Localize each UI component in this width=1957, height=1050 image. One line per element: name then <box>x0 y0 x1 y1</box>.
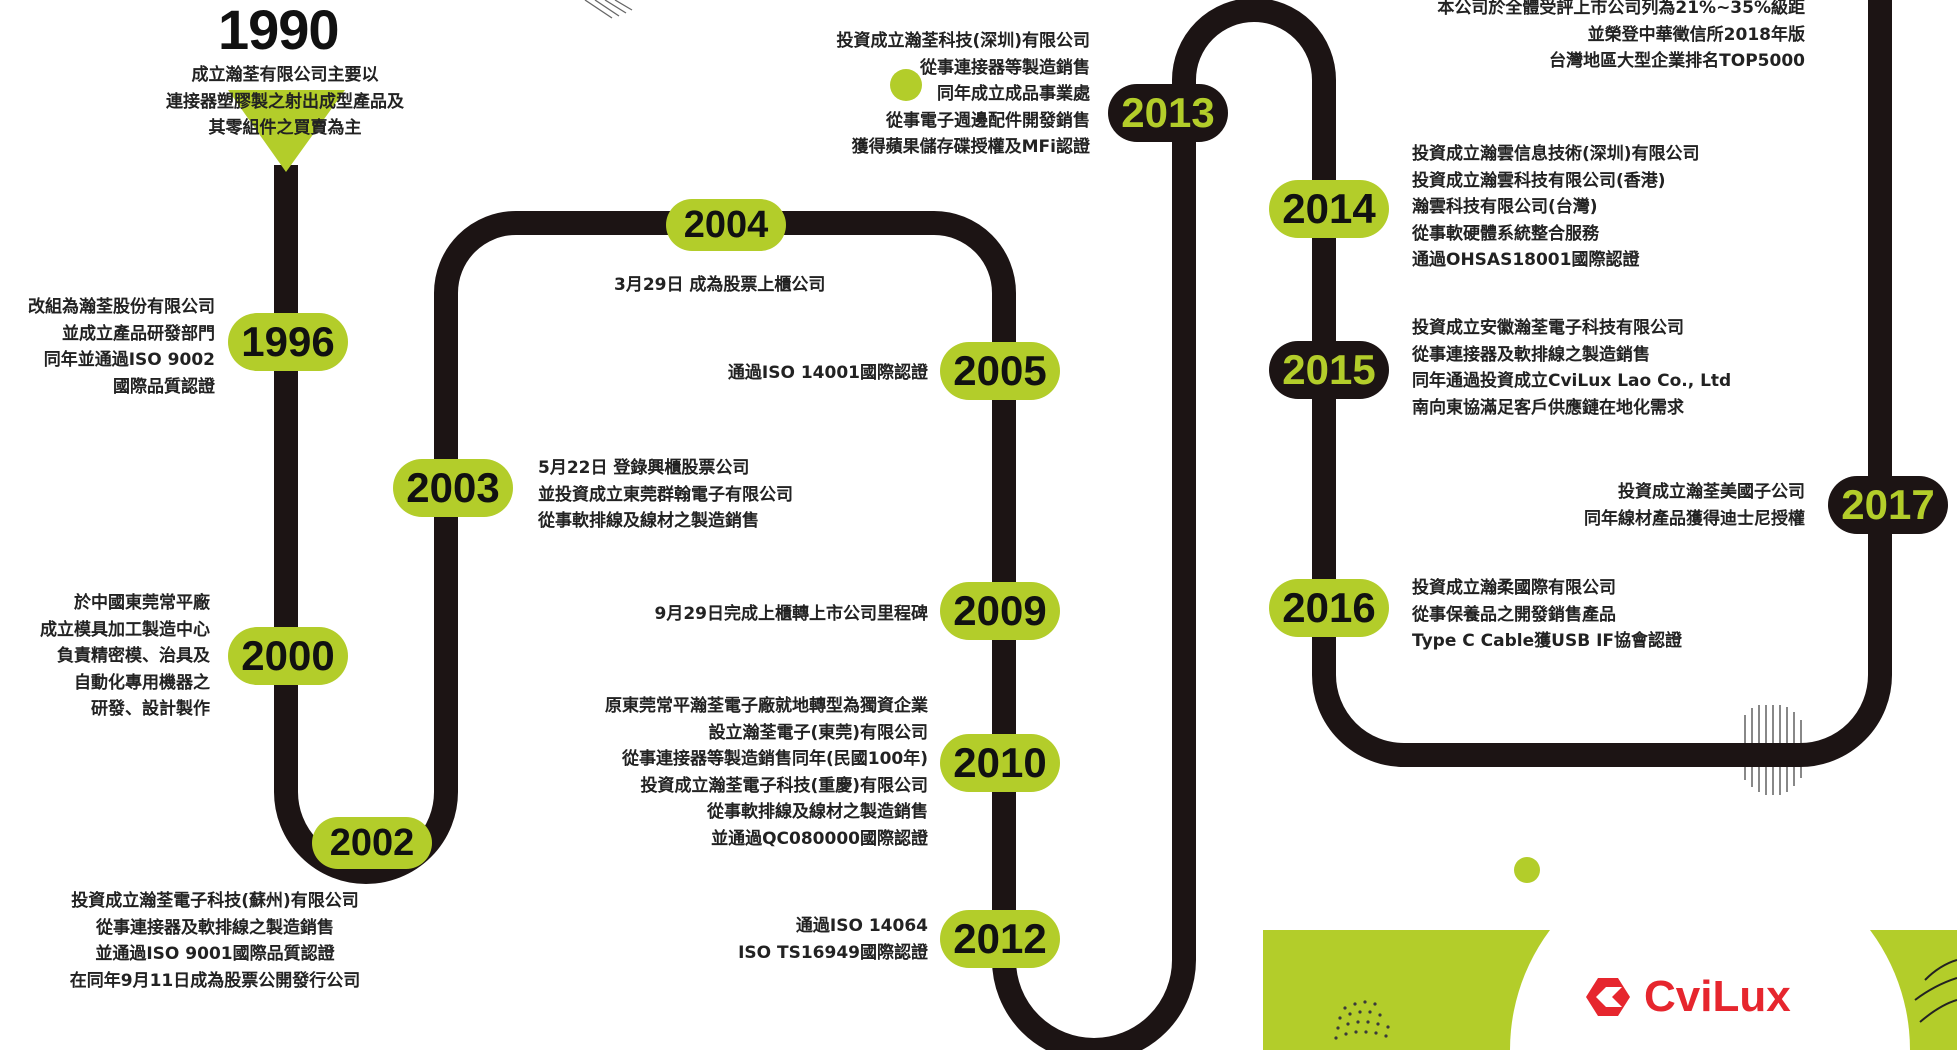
milestone-2013-line: 投資成立瀚荃科技(深圳)有限公司 <box>836 31 1090 51</box>
cvilux-logo: CviLux <box>1582 972 1791 1022</box>
milestone-2015-line: 同年通過投資成立CviLux Lao Co., Ltd <box>1412 371 1732 391</box>
milestone-2013-line: 獲得蘋果儲存碟授權及MFi認證 <box>851 137 1090 157</box>
cvilux-logo-icon <box>1586 978 1630 1016</box>
milestone-2003-line: 從事軟排線及線材之製造銷售 <box>538 511 759 531</box>
milestone-2015-line: 投資成立安徽瀚荃電子科技有限公司 <box>1412 318 1684 338</box>
milestone-2017-line: 同年線材產品獲得迪士尼授權 <box>1584 508 1805 529</box>
milestone-2003-line: 5月22日 登錄興櫃股票公司 <box>538 458 750 478</box>
year-badge-2000: 2000 <box>228 627 348 685</box>
year-badge-2010: 2010 <box>940 734 1060 792</box>
milestone-2010-line: 從事軟排線及線材之製造銷售 <box>707 802 928 822</box>
hatch-diagonal-decoration <box>584 0 633 19</box>
dot-pattern-decoration <box>1334 1000 1390 1040</box>
milestone-1996-line: 國際品質認證 <box>113 376 215 397</box>
milestone-2014-line: 投資成立瀚雲科技有限公司(香港) <box>1412 170 1666 191</box>
milestone-2002-text: 投資成立瀚荃電子科技(蘇州)有限公司從事連接器及軟排線之製造銷售並通過ISO 9… <box>55 888 375 994</box>
year-badge-2009: 2009 <box>940 582 1060 640</box>
year-1990-heading: 1990 <box>218 0 340 61</box>
milestone-2013-text: 投資成立瀚荃科技(深圳)有限公司從事連接器等製造銷售同年成立成品事業處從事電子週… <box>836 28 1090 161</box>
year-badge-2003: 2003 <box>393 459 513 517</box>
milestone-2000-line: 研發、設計製作 <box>91 699 210 719</box>
milestone-2010-line: 從事連接器等製造銷售同年(民國100年) <box>621 749 928 769</box>
milestone-2002-line: 在同年9月11日成為股票公開發行公司 <box>69 970 361 991</box>
milestone-2018-line: 本公司於全體受評上市公司列為21%~35%級距 <box>1437 0 1805 18</box>
milestone-2000-line: 於中國東莞常平廠 <box>74 593 210 613</box>
milestone-2012-line: 通過ISO 14064 <box>795 916 928 936</box>
year-badge-2013: 2013 <box>1108 84 1228 142</box>
milestone-2013-line: 從事連接器等製造銷售 <box>920 57 1090 78</box>
milestone-2002-line: 投資成立瀚荃電子科技(蘇州)有限公司 <box>71 891 359 911</box>
year-badge-1996: 1996 <box>228 313 348 371</box>
milestone-2005-text: 通過ISO 14001國際認證 <box>728 360 928 387</box>
milestone-1996-line: 改組為瀚荃股份有限公司 <box>28 297 215 317</box>
milestone-2010-line: 設立瀚荃電子(東莞)有限公司 <box>708 722 928 743</box>
year-badge-2004: 2004 <box>666 199 786 251</box>
year-badge-2012: 2012 <box>940 910 1060 968</box>
milestone-2014-text: 投資成立瀚雲信息技術(深圳)有限公司投資成立瀚雲科技有限公司(香港) 瀚雲科技有限… <box>1412 141 1700 274</box>
milestone-2014-line: 從事軟硬體系統整合服務 <box>1412 223 1599 244</box>
year-badge-2005: 2005 <box>940 342 1060 400</box>
milestone-2000-line: 自動化專用機器之 <box>74 672 210 693</box>
year-badge-2015: 2015 <box>1269 341 1389 399</box>
milestone-2016-line: 從事保養品之開發銷售產品 <box>1412 604 1616 625</box>
milestone-1990-text: 成立瀚荃有限公司主要以 連接器塑膠製之射出成型產品及 其零組件之買賣為主 <box>150 62 420 142</box>
milestone-2010-line: 並通過QC080000國際認證 <box>711 828 928 849</box>
milestone-2017-text: 投資成立瀚荃美國子公司同年線材產品獲得迪士尼授權 <box>1584 479 1805 532</box>
milestone-2018-line: 台灣地區大型企業排名TOP5000 <box>1549 51 1805 71</box>
milestone-2015-text: 投資成立安徽瀚荃電子科技有限公司從事連接器及軟排線之製造銷售同年通過投資成立Cv… <box>1412 315 1731 421</box>
milestone-1996-line: 並成立產品研發部門 <box>62 323 215 344</box>
milestone-2016-text: 投資成立瀚柔國際有限公司從事保養品之開發銷售產品 Type C Cable獲USB… <box>1412 575 1682 655</box>
milestone-2013-line: 從事電子週邊配件開發銷售 <box>886 110 1090 131</box>
milestone-2016-line: Type C Cable獲USB IF協會認證 <box>1412 631 1683 651</box>
milestone-2002-line: 從事連接器及軟排線之製造銷售 <box>96 917 334 938</box>
timeline-road-path <box>274 0 1892 1050</box>
milestone-2010-text: 原東莞常平瀚荃電子廠就地轉型為獨資企業設立瀚荃電子(東莞)有限公司從事連接器等製… <box>605 693 928 852</box>
milestone-1990-line: 成立瀚荃有限公司主要以 <box>191 65 379 85</box>
milestone-2009-text: 9月29日完成上櫃轉上市公司里程碑 <box>655 601 929 628</box>
milestone-2013-line: 同年成立成品事業處 <box>937 84 1090 104</box>
stroke-lines-decoration <box>1914 959 1957 1023</box>
milestone-1990-line: 連接器塑膠製之射出成型產品及 <box>166 91 404 112</box>
cvilux-logo-text: CviLux <box>1644 972 1791 1021</box>
first-pin-marker <box>228 90 345 172</box>
milestone-2004-line: 3月29日 成為股票上櫃公司 <box>614 275 826 295</box>
milestone-2012-line: ISO TS16949國際認證 <box>738 942 928 963</box>
milestone-2015-line: 南向東協滿足客戶供應鏈在地化需求 <box>1412 397 1684 418</box>
milestone-2000-line: 成立模具加工製造中心 <box>40 619 210 640</box>
milestone-2017-line: 投資成立瀚荃美國子公司 <box>1618 482 1805 502</box>
milestone-2014-line: 投資成立瀚雲信息技術(深圳)有限公司 <box>1412 144 1700 164</box>
year-badge-2017: 2017 <box>1828 476 1948 534</box>
year-badge-2016: 2016 <box>1269 579 1389 637</box>
green-dot-decoration <box>1514 857 1540 883</box>
milestone-1996-text: 改組為瀚荃股份有限公司並成立產品研發部門同年並通過ISO 9002 國際品質認證 <box>28 294 215 400</box>
milestone-2010-line: 投資成立瀚荃電子科技(重慶)有限公司 <box>640 775 928 796</box>
milestone-2000-text: 於中國東莞常平廠成立模具加工製造中心負責精密模、治具及自動化專用機器之研發、設計… <box>40 590 210 723</box>
milestone-2018-text: 本公司於全體受評上市公司列為21%~35%級距並榮登中華徵信所2018年版台灣地… <box>1437 0 1805 75</box>
milestone-2004-text: 3月29日 成為股票上櫃公司 <box>614 272 825 299</box>
milestone-2003-line: 並投資成立東莞群翰電子有限公司 <box>538 484 793 505</box>
milestone-2010-line: 原東莞常平瀚荃電子廠就地轉型為獨資企業 <box>605 696 928 716</box>
milestone-2016-line: 投資成立瀚柔國際有限公司 <box>1412 578 1616 598</box>
year-badge-2014: 2014 <box>1269 180 1389 238</box>
milestone-2000-line: 負責精密模、治具及 <box>57 646 210 666</box>
milestone-2015-line: 從事連接器及軟排線之製造銷售 <box>1412 344 1650 365</box>
milestone-2014-line: 瀚雲科技有限公司(台灣) <box>1412 197 1598 217</box>
milestone-1996-line: 同年並通過ISO 9002 <box>43 350 215 370</box>
milestone-2002-line: 並通過ISO 9001國際品質認證 <box>95 944 335 964</box>
milestone-2009-line: 9月29日完成上櫃轉上市公司里程碑 <box>654 604 929 624</box>
green-dot-decoration-small <box>890 69 922 101</box>
milestone-1990-line: 其零組件之買賣為主 <box>208 118 362 138</box>
milestone-2005-line: 通過ISO 14001國際認證 <box>727 363 928 383</box>
year-badge-2002: 2002 <box>312 817 432 869</box>
milestone-2014-line: 通過OHSAS18001國際認證 <box>1412 250 1640 270</box>
milestone-2003-text: 5月22日 登錄興櫃股票公司並投資成立東莞群翰電子有限公司從事軟排線及線材之製造… <box>538 455 793 535</box>
milestone-2018-line: 並榮登中華徵信所2018年版 <box>1587 24 1805 45</box>
